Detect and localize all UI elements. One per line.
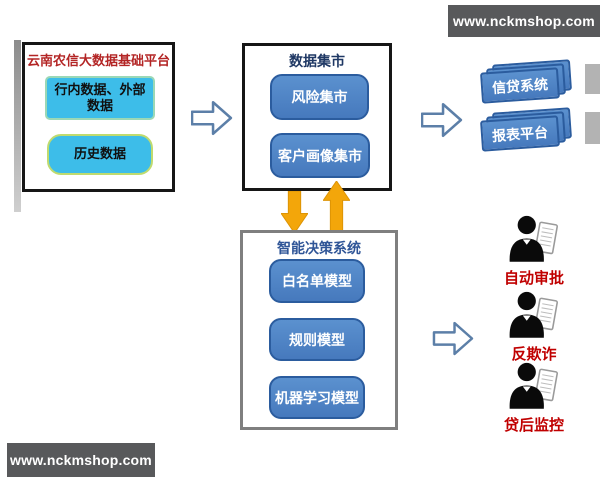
- system-report-label: 报表平台: [480, 115, 560, 152]
- decision-item-rule-model: 规则模型: [269, 318, 365, 361]
- person-notepad-icon: [509, 362, 558, 409]
- exchange-arrow-up-icon: [323, 181, 350, 232]
- decision-item-machine-learning-model: 机器学习模型: [269, 376, 365, 419]
- data-mart-box: 数据集市 风险集市 客户画像集市: [242, 43, 392, 191]
- outcome-anti-fraud: 反欺诈: [490, 291, 578, 364]
- watermark-text: www.nckmshop.com: [453, 13, 595, 29]
- outcome-label: 贷后监控: [503, 417, 564, 434]
- decision-system-title: 智能决策系统: [277, 240, 361, 256]
- outcome-label: 自动审批: [503, 270, 564, 287]
- watermark-bar-bottom: www.nckmshop.com: [7, 443, 155, 477]
- person-notepad-icon: [509, 215, 558, 262]
- outcome-auto-approval: 自动审批: [490, 215, 578, 288]
- platform-item-internal-external-data: 行内数据、外部数据: [45, 76, 155, 120]
- exchange-arrow-down-icon: [281, 191, 308, 233]
- system-report-stack: 报表平台: [480, 107, 575, 158]
- flow-arrow-right-icon: [421, 102, 463, 138]
- system-credit-label: 信贷系统: [480, 67, 560, 104]
- system-credit-stack: 信贷系统: [480, 59, 575, 110]
- data-mart-item-customer-profile-mart: 客户画像集市: [270, 133, 370, 178]
- flow-arrow-right-icon: [432, 321, 474, 356]
- slide-edge-strip: [14, 40, 21, 212]
- flow-arrow-right-icon: [191, 100, 233, 136]
- platform-box: 云南农信大数据基础平台 行内数据、外部数据 历史数据: [22, 42, 175, 192]
- data-mart-item-risk-mart: 风险集市: [270, 74, 369, 120]
- watermark-bar-top: www.nckmshop.com: [448, 5, 600, 37]
- platform-title: 云南农信大数据基础平台: [26, 53, 170, 68]
- edge-remnant: [585, 112, 600, 144]
- data-mart-title: 数据集市: [289, 53, 345, 69]
- watermark-text: www.nckmshop.com: [10, 452, 152, 468]
- outcome-post-loan-monitoring: 贷后监控: [490, 362, 578, 435]
- platform-item-history-data: 历史数据: [47, 134, 153, 175]
- decision-system-box: 智能决策系统 白名单模型 规则模型 机器学习模型: [240, 230, 398, 430]
- edge-remnant: [585, 64, 600, 94]
- decision-item-whitelist-model: 白名单模型: [269, 259, 365, 303]
- person-notepad-icon: [509, 291, 558, 338]
- outcome-label: 反欺诈: [511, 346, 557, 363]
